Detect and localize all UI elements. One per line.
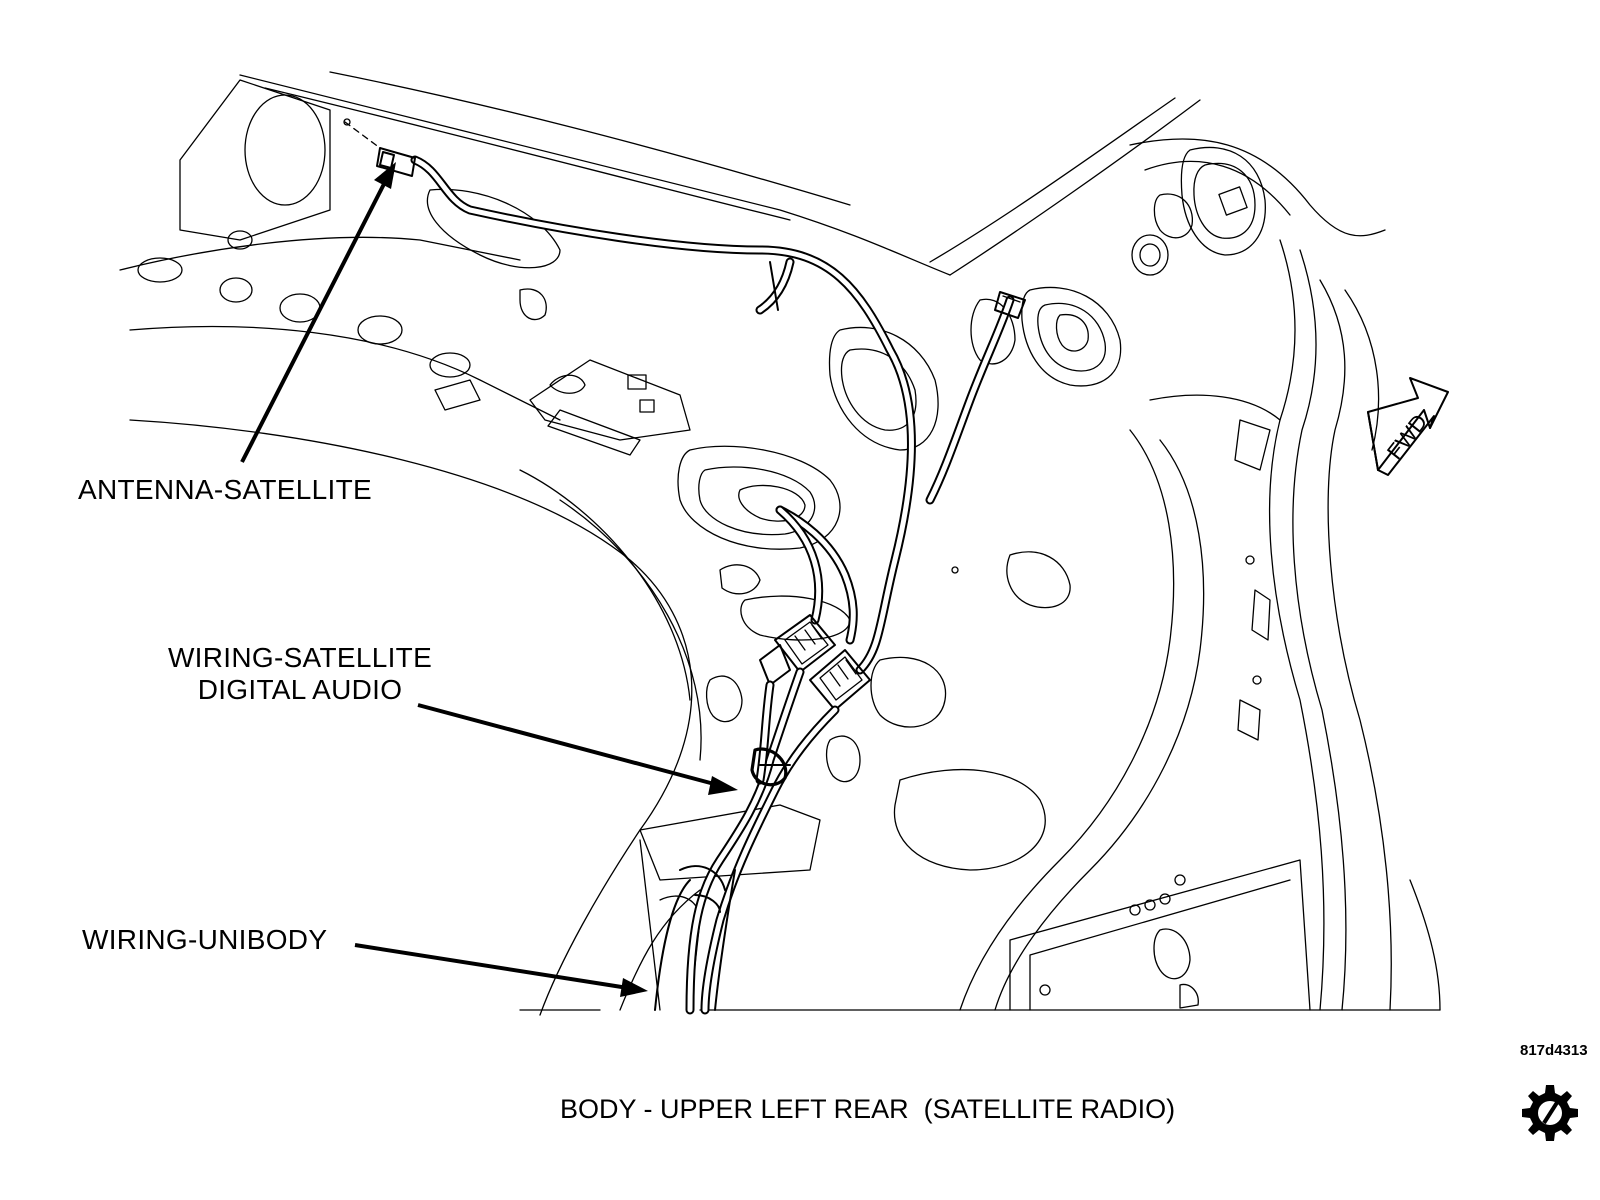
wiring-bundle [654,667,840,1015]
fwd-arrow-icon: FWD [1367,377,1449,476]
fwd-label: FWD [1382,409,1433,464]
wiring-connectors [759,614,871,711]
label-wiring-satellite-digital-audio: WIRING-SATELLITE DIGITAL AUDIO [150,642,450,706]
antenna-connector [343,118,416,177]
rear-connector-cable [925,291,1026,505]
label-wiring-sda-line2: DIGITAL AUDIO [197,674,403,705]
leader-antenna [240,162,396,463]
figure-caption: BODY - UPPER LEFT REAR (SATELLITE RADIO) [560,1094,1176,1124]
label-wiring-unibody: WIRING-UNIBODY [82,924,328,955]
cable-loop-stub [755,257,795,315]
leader-wiring-sda [417,703,738,795]
satellite-antenna-cable [410,155,916,675]
leader-wiring-unibody [354,943,648,997]
label-wiring-sda-line1: WIRING-SATELLITE [167,642,433,673]
label-antenna-satellite: ANTENNA-SATELLITE [78,474,372,505]
body-panel-outline [119,71,1441,1016]
figure-code: 817d4313 [1520,1042,1588,1059]
center-branch-cable [775,505,858,645]
gear-slash-icon [1522,1085,1578,1141]
